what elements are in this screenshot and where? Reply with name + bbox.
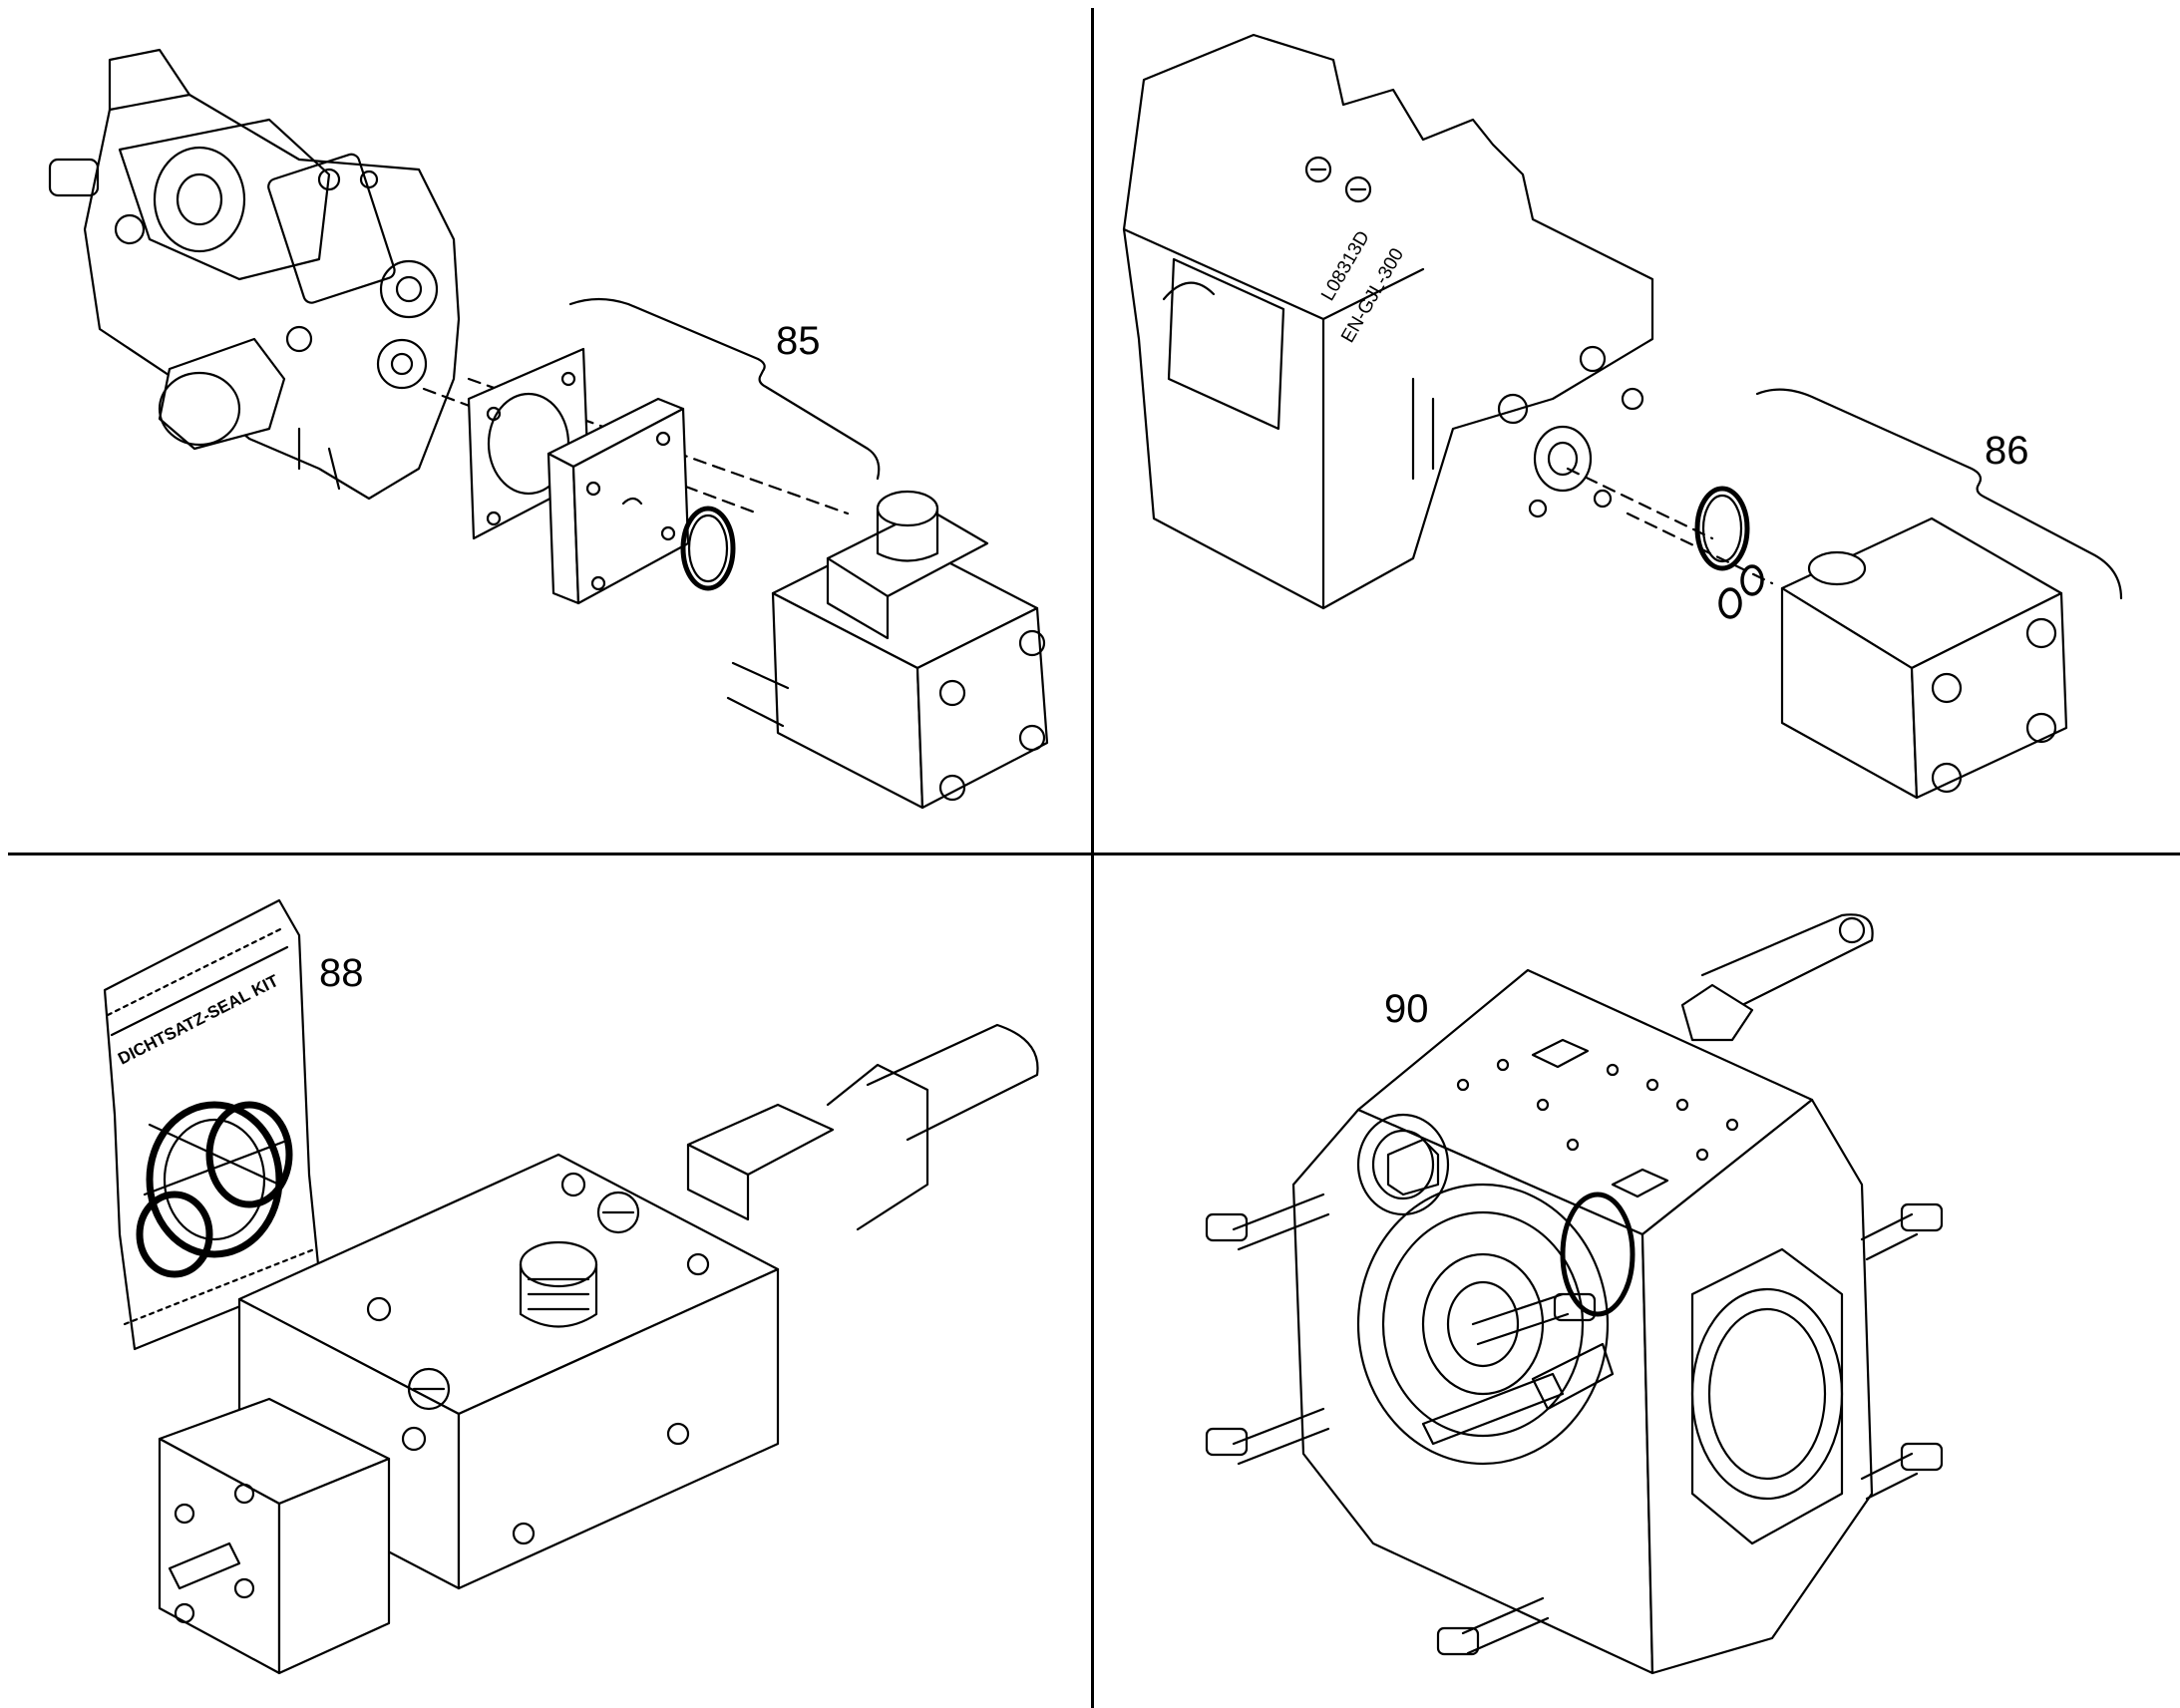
kit-85-bracket — [568, 297, 881, 481]
q3-seal-kit-view: DICHTSATZ-SEAL KIT — [103, 898, 1039, 1675]
callout-85: 85 — [776, 319, 821, 363]
small-seals-q2 — [1718, 564, 1764, 619]
callout-86: 86 — [1985, 429, 2029, 473]
studs — [1205, 1138, 1944, 1656]
pump-housing — [1291, 913, 1874, 1675]
vertical-divider — [1091, 8, 1094, 1708]
adapter-plate — [546, 397, 690, 605]
callout-90: 90 — [1384, 987, 1429, 1031]
o-ring — [680, 506, 736, 591]
callout-88: 88 — [319, 951, 364, 995]
pump-assembly — [48, 48, 461, 501]
solenoid-block — [726, 490, 1049, 810]
seal-kit-bag: DICHTSATZ-SEAL KIT — [103, 898, 321, 1351]
q1-exploded-view — [48, 48, 1049, 810]
valve-body: L08313D EN-GJL-300 — [1122, 33, 1654, 610]
q4-pump-view — [1205, 913, 1944, 1675]
valve-assembly-q3 — [158, 1023, 1039, 1675]
kit-86-bracket — [1755, 388, 2123, 600]
q2-exploded-view: L08313D EN-GJL-300 — [1122, 33, 2123, 800]
cover-block — [1780, 516, 2068, 800]
horizontal-divider — [8, 853, 2180, 855]
o-ring-q2 — [1694, 486, 1750, 571]
